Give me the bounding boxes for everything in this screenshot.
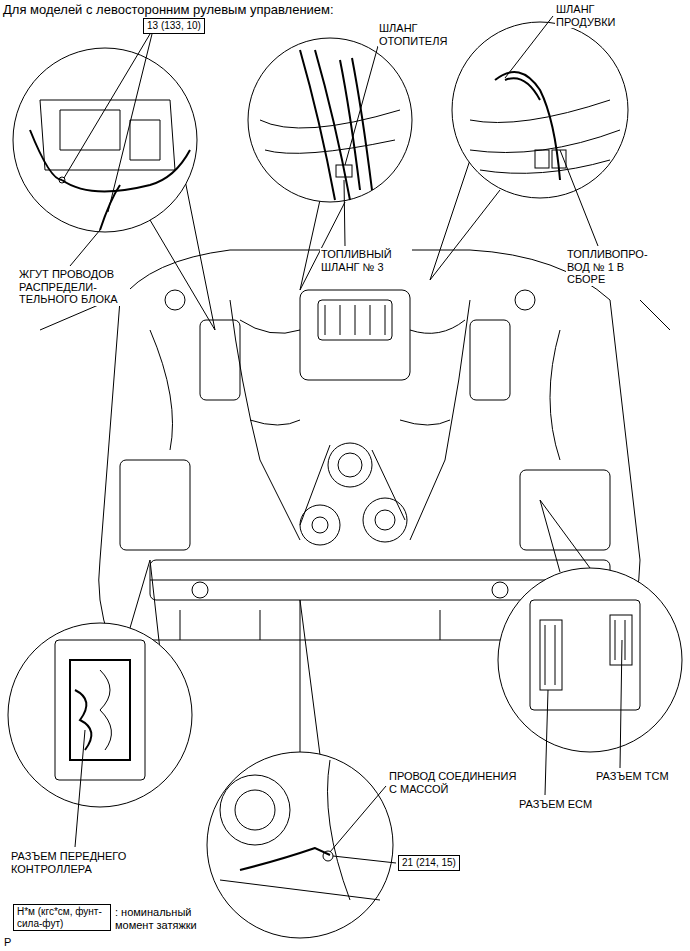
part-label: РАЗЪЕМ ECM (518, 798, 608, 811)
part-label: ПРОВОД СОЕДИНЕНИЯ С МАССОЙ (388, 770, 520, 795)
part-label: ЖГУТ ПРОВОДОВ РАСПРЕДЕЛИ- ТЕЛЬНОГО БЛОКА (18, 268, 130, 306)
leader-line (64, 16, 622, 863)
detail-circle (8, 22, 682, 938)
box-text: Н*м (кгс*см, фунт-сила-фут) (17, 906, 102, 929)
part-label: ШЛАНГ ПРОДУВКИ (555, 3, 657, 28)
legend-box: Н*м (кгс*см, фунт-сила-фут) (13, 904, 111, 931)
box-text: 21 (214, 15) (402, 857, 456, 868)
box-text: 13 (133, 10) (147, 20, 201, 31)
figure-title: Для моделей с левосторонним рулевым упра… (3, 2, 334, 18)
torque-value: 13 (133, 10) (143, 18, 205, 34)
legend-text: : номинальный момент затяжки (114, 906, 226, 931)
part-label: ТОПЛИВОПРО- ВОД № 1 В СБОРЕ (566, 248, 658, 286)
torque-value: 21 (214, 15) (398, 855, 460, 871)
part-label: ТОПЛИВНЫЙ ШЛАНГ № 3 (320, 248, 412, 273)
part-label: ШЛАНГ ОТОПИТЕЛЯ (378, 22, 460, 47)
part-label: РАЗЪЕМ ПЕРЕДНЕГО КОНТРОЛЛЕРА (10, 850, 152, 875)
page-mark: P (3, 936, 12, 949)
part-label: РАЗЪЕМ TCM (595, 770, 685, 783)
